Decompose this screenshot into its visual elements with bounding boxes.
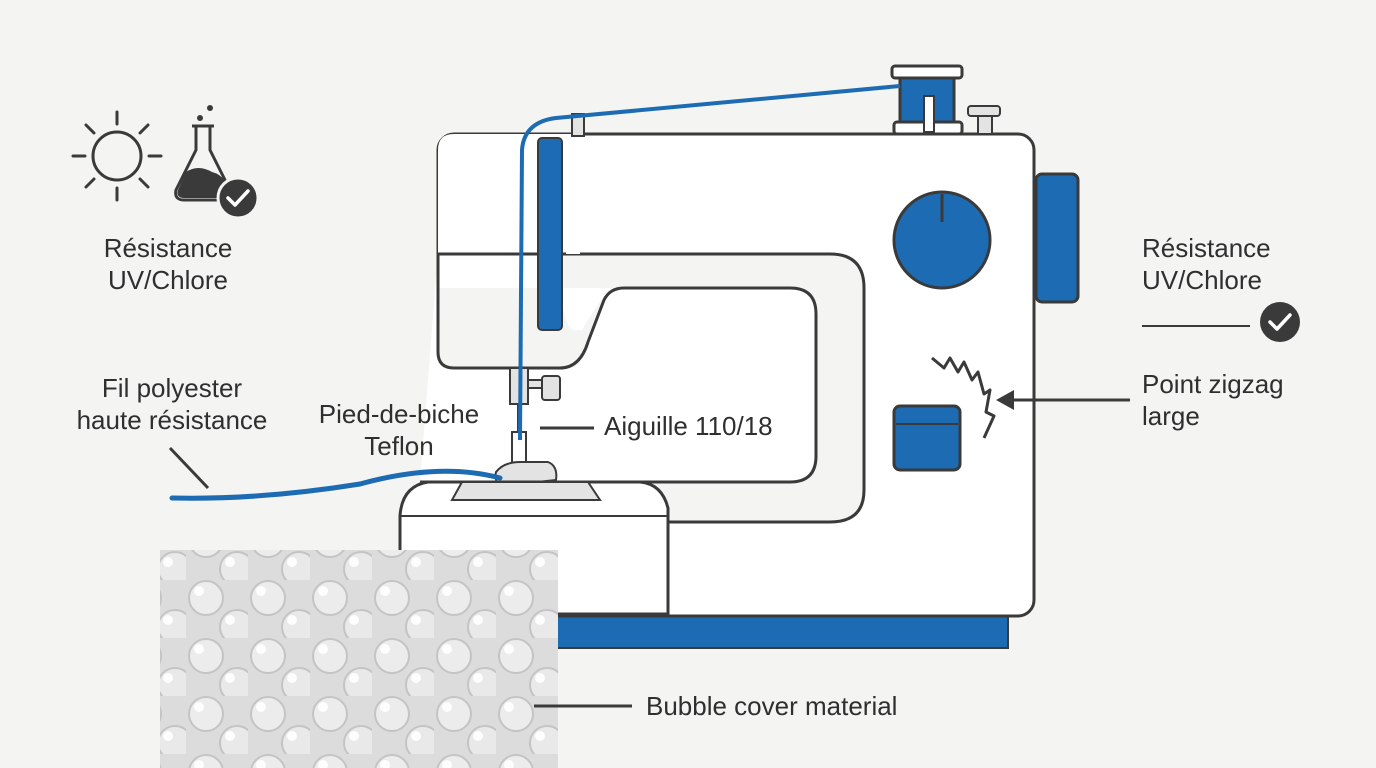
thread-line1: Fil polyester — [101, 373, 243, 403]
spool-cap — [890, 64, 964, 80]
bubble-label: Bubble cover material — [646, 691, 898, 721]
machine-base — [551, 613, 1009, 649]
arrow-icon — [996, 390, 1014, 410]
needle-plate — [450, 481, 602, 501]
resistance-right-line2: UV/Chlore — [1142, 265, 1262, 295]
thread-path — [518, 84, 901, 441]
sewing-machine — [169, 64, 1130, 649]
zigzag-line1: Point zigzag — [1142, 369, 1284, 399]
presser-foot — [494, 461, 558, 488]
checkmark-icon — [216, 176, 260, 220]
resistance-left-line1: Résistance — [103, 233, 233, 263]
presser-foot-line1: Pied-de-biche — [318, 399, 480, 429]
thread-line2: haute résistance — [76, 405, 268, 435]
thread-tail — [169, 468, 503, 501]
presser-foot-label: Pied-de-biche Teflon — [296, 398, 502, 462]
resistance-right-line1: Résistance — [1142, 233, 1271, 263]
needle-label: Aiguille 110/18 — [604, 411, 773, 441]
zigzag-stitch-icon — [931, 356, 996, 439]
checkmark-icon-right — [1260, 302, 1300, 342]
resistance-label-right: Résistance UV/Chlore — [1142, 232, 1271, 296]
needle-bar-cover — [537, 137, 563, 331]
zigzag-line2: large — [1142, 401, 1200, 431]
machine-head — [438, 134, 610, 330]
resistance-label-left: Résistance UV/Chlore — [78, 232, 258, 296]
resistance-left-line2: UV/Chlore — [108, 265, 228, 295]
zigzag-label: Point zigzag large — [1142, 368, 1284, 432]
handwheel-tab — [1034, 172, 1080, 304]
bubble-cover-swatch — [160, 550, 558, 768]
presser-foot-line2: Teflon — [364, 431, 434, 461]
thread-label: Fil polyester haute résistance — [54, 372, 290, 436]
sun-icon — [71, 110, 163, 202]
stitch-selector-button — [892, 404, 962, 472]
clamp-screw — [541, 375, 561, 401]
stitch-dial — [892, 190, 992, 290]
